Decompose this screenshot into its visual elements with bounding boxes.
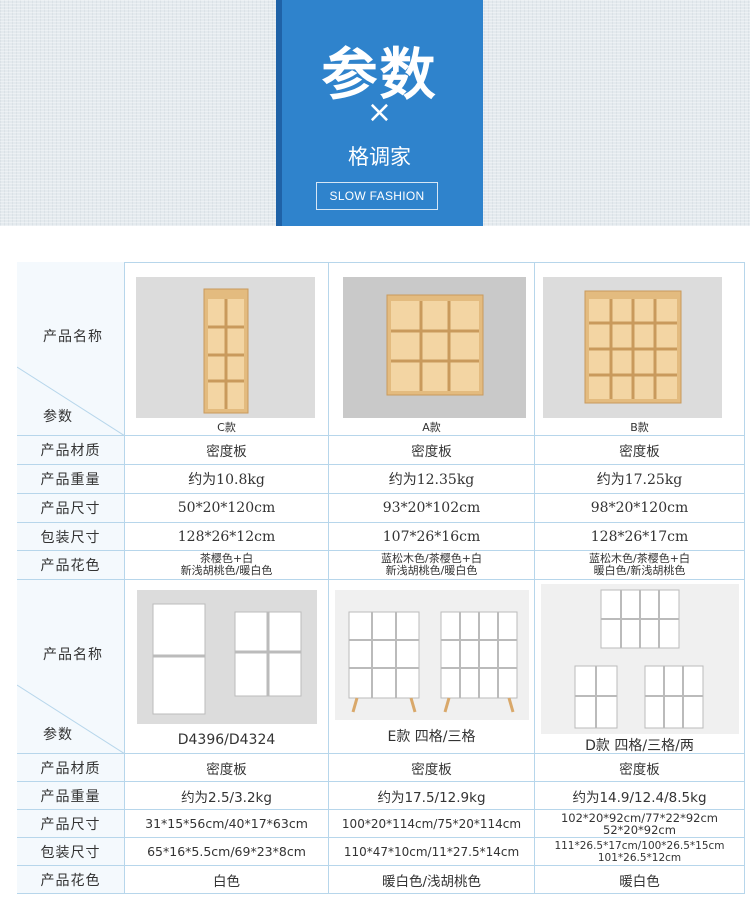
size-line: 102*20*92cm/77*22*92cm xyxy=(560,810,719,825)
package-value: 65*16*5.5cm/69*23*8cm xyxy=(125,838,329,866)
banner-cross-icon: × xyxy=(366,95,393,130)
color-value: 蓝松木色/茶樱色+白 新浅胡桃色/暖白色 xyxy=(329,551,535,580)
material-value: 密度板 xyxy=(329,754,535,782)
weight-value: 约为17.25kg xyxy=(535,465,745,494)
product-image-cell: E款 四格/三格 xyxy=(329,580,535,754)
banner-subtitle: 格调家 xyxy=(348,145,411,169)
product-caption: E款 四格/三格 xyxy=(387,729,476,745)
header-cell-2: 产品名称 参数 xyxy=(17,580,125,754)
product-caption: C款 xyxy=(217,421,236,434)
header-product-name: 产品名称 xyxy=(43,647,103,663)
diagonal-divider xyxy=(17,366,125,436)
header-params: 参数 xyxy=(43,727,73,743)
color-line: 新浅胡桃色/暖白色 xyxy=(180,564,273,577)
header-params: 参数 xyxy=(43,409,73,425)
color-line: 蓝松木色/茶樱色+白 xyxy=(589,552,690,565)
banner-title: 参数 xyxy=(321,43,438,108)
product-photo xyxy=(136,277,315,418)
color-value: 白色 xyxy=(125,866,329,894)
row-label-material: 产品材质 xyxy=(17,754,125,782)
size-value: 50*20*120cm xyxy=(125,494,329,523)
product-caption: B款 xyxy=(630,421,649,434)
row-label-package: 包装尺寸 xyxy=(17,838,125,866)
row-label-weight: 产品重量 xyxy=(17,465,125,494)
product-image-cell: C款 xyxy=(125,262,329,436)
size-value: 102*20*92cm/77*22*92cm 52*20*92cm xyxy=(535,810,745,838)
material-value: 密度板 xyxy=(125,754,329,782)
color-value: 茶樱色+白 新浅胡桃色/暖白色 xyxy=(125,551,329,580)
package-value: 128*26*12cm xyxy=(125,523,329,551)
size-value: 31*15*56cm/40*17*63cm xyxy=(125,810,329,838)
package-value: 128*26*17cm xyxy=(535,523,745,551)
product-caption: A款 xyxy=(422,421,441,434)
row-label-package: 包装尺寸 xyxy=(17,523,125,551)
product-photo xyxy=(335,590,529,720)
banner-tag: SLOW FASHION xyxy=(316,182,438,210)
white-shelf-e-icon xyxy=(348,611,518,713)
package-value: 111*26.5*17cm/100*26.5*15cm 101*26.5*12c… xyxy=(535,838,745,866)
product-caption: D款 四格/三格/两 xyxy=(585,738,694,754)
package-line: 111*26.5*17cm/100*26.5*15cm xyxy=(554,839,725,852)
color-line: 蓝松木色/茶樱色+白 xyxy=(381,552,482,565)
color-value: 蓝松木色/茶樱色+白 暖白色/新浅胡桃色 xyxy=(535,551,745,580)
package-line: 101*26.5*12cm xyxy=(597,851,682,864)
color-value: 暖白色 xyxy=(535,866,745,894)
row-label-color: 产品花色 xyxy=(17,866,125,894)
product-photo xyxy=(137,590,317,724)
weight-value: 约为10.8kg xyxy=(125,465,329,494)
size-value: 98*20*120cm xyxy=(535,494,745,523)
row-label-weight: 产品重量 xyxy=(17,782,125,810)
top-banner: 参数 × 格调家 SLOW FASHION xyxy=(0,0,750,226)
package-value: 107*26*16cm xyxy=(329,523,535,551)
row-label-size: 产品尺寸 xyxy=(17,810,125,838)
row-label-material: 产品材质 xyxy=(17,436,125,465)
header-cell-1: 产品名称 参数 xyxy=(17,262,125,436)
product-image-cell: B款 xyxy=(535,262,745,436)
color-line: 暖白色/新浅胡桃色 xyxy=(593,564,686,577)
color-value: 暖白色/浅胡桃色 xyxy=(329,866,535,894)
row-label-color: 产品花色 xyxy=(17,551,125,580)
wood-bookshelf-c-icon xyxy=(203,288,249,414)
weight-value: 约为17.5/12.9kg xyxy=(329,782,535,810)
color-line: 新浅胡桃色/暖白色 xyxy=(385,564,478,577)
banner-card: 参数 × 格调家 SLOW FASHION xyxy=(276,0,483,226)
weight-value: 约为14.9/12.4/8.5kg xyxy=(535,782,745,810)
spec-table: 产品名称 参数 C款 A款 xyxy=(17,262,745,894)
row-label-size: 产品尺寸 xyxy=(17,494,125,523)
white-shelf-d-icon xyxy=(574,589,704,729)
wood-bookshelf-b-icon xyxy=(584,290,682,404)
color-line: 茶樱色+白 xyxy=(199,552,254,565)
product-photo xyxy=(543,277,722,418)
product-photo xyxy=(541,584,739,734)
product-image-cell: D4396/D4324 xyxy=(125,580,329,754)
size-line: 52*20*92cm xyxy=(603,822,676,837)
material-value: 密度板 xyxy=(329,436,535,465)
wood-bookshelf-a-icon xyxy=(386,294,484,396)
weight-value: 约为12.35kg xyxy=(329,465,535,494)
material-value: 密度板 xyxy=(125,436,329,465)
material-value: 密度板 xyxy=(535,436,745,465)
header-product-name: 产品名称 xyxy=(43,329,103,345)
diagonal-divider xyxy=(17,684,125,754)
size-value: 100*20*114cm/75*20*114cm xyxy=(329,810,535,838)
product-image-cell: D款 四格/三格/两 xyxy=(535,580,745,754)
product-caption: D4396/D4324 xyxy=(177,732,276,748)
weight-value: 约为2.5/3.2kg xyxy=(125,782,329,810)
size-value: 93*20*102cm xyxy=(329,494,535,523)
package-value: 110*47*10cm/11*27.5*14cm xyxy=(329,838,535,866)
material-value: 密度板 xyxy=(535,754,745,782)
white-shelf-d4396-icon xyxy=(152,603,302,715)
product-photo xyxy=(343,277,526,418)
product-image-cell: A款 xyxy=(329,262,535,436)
